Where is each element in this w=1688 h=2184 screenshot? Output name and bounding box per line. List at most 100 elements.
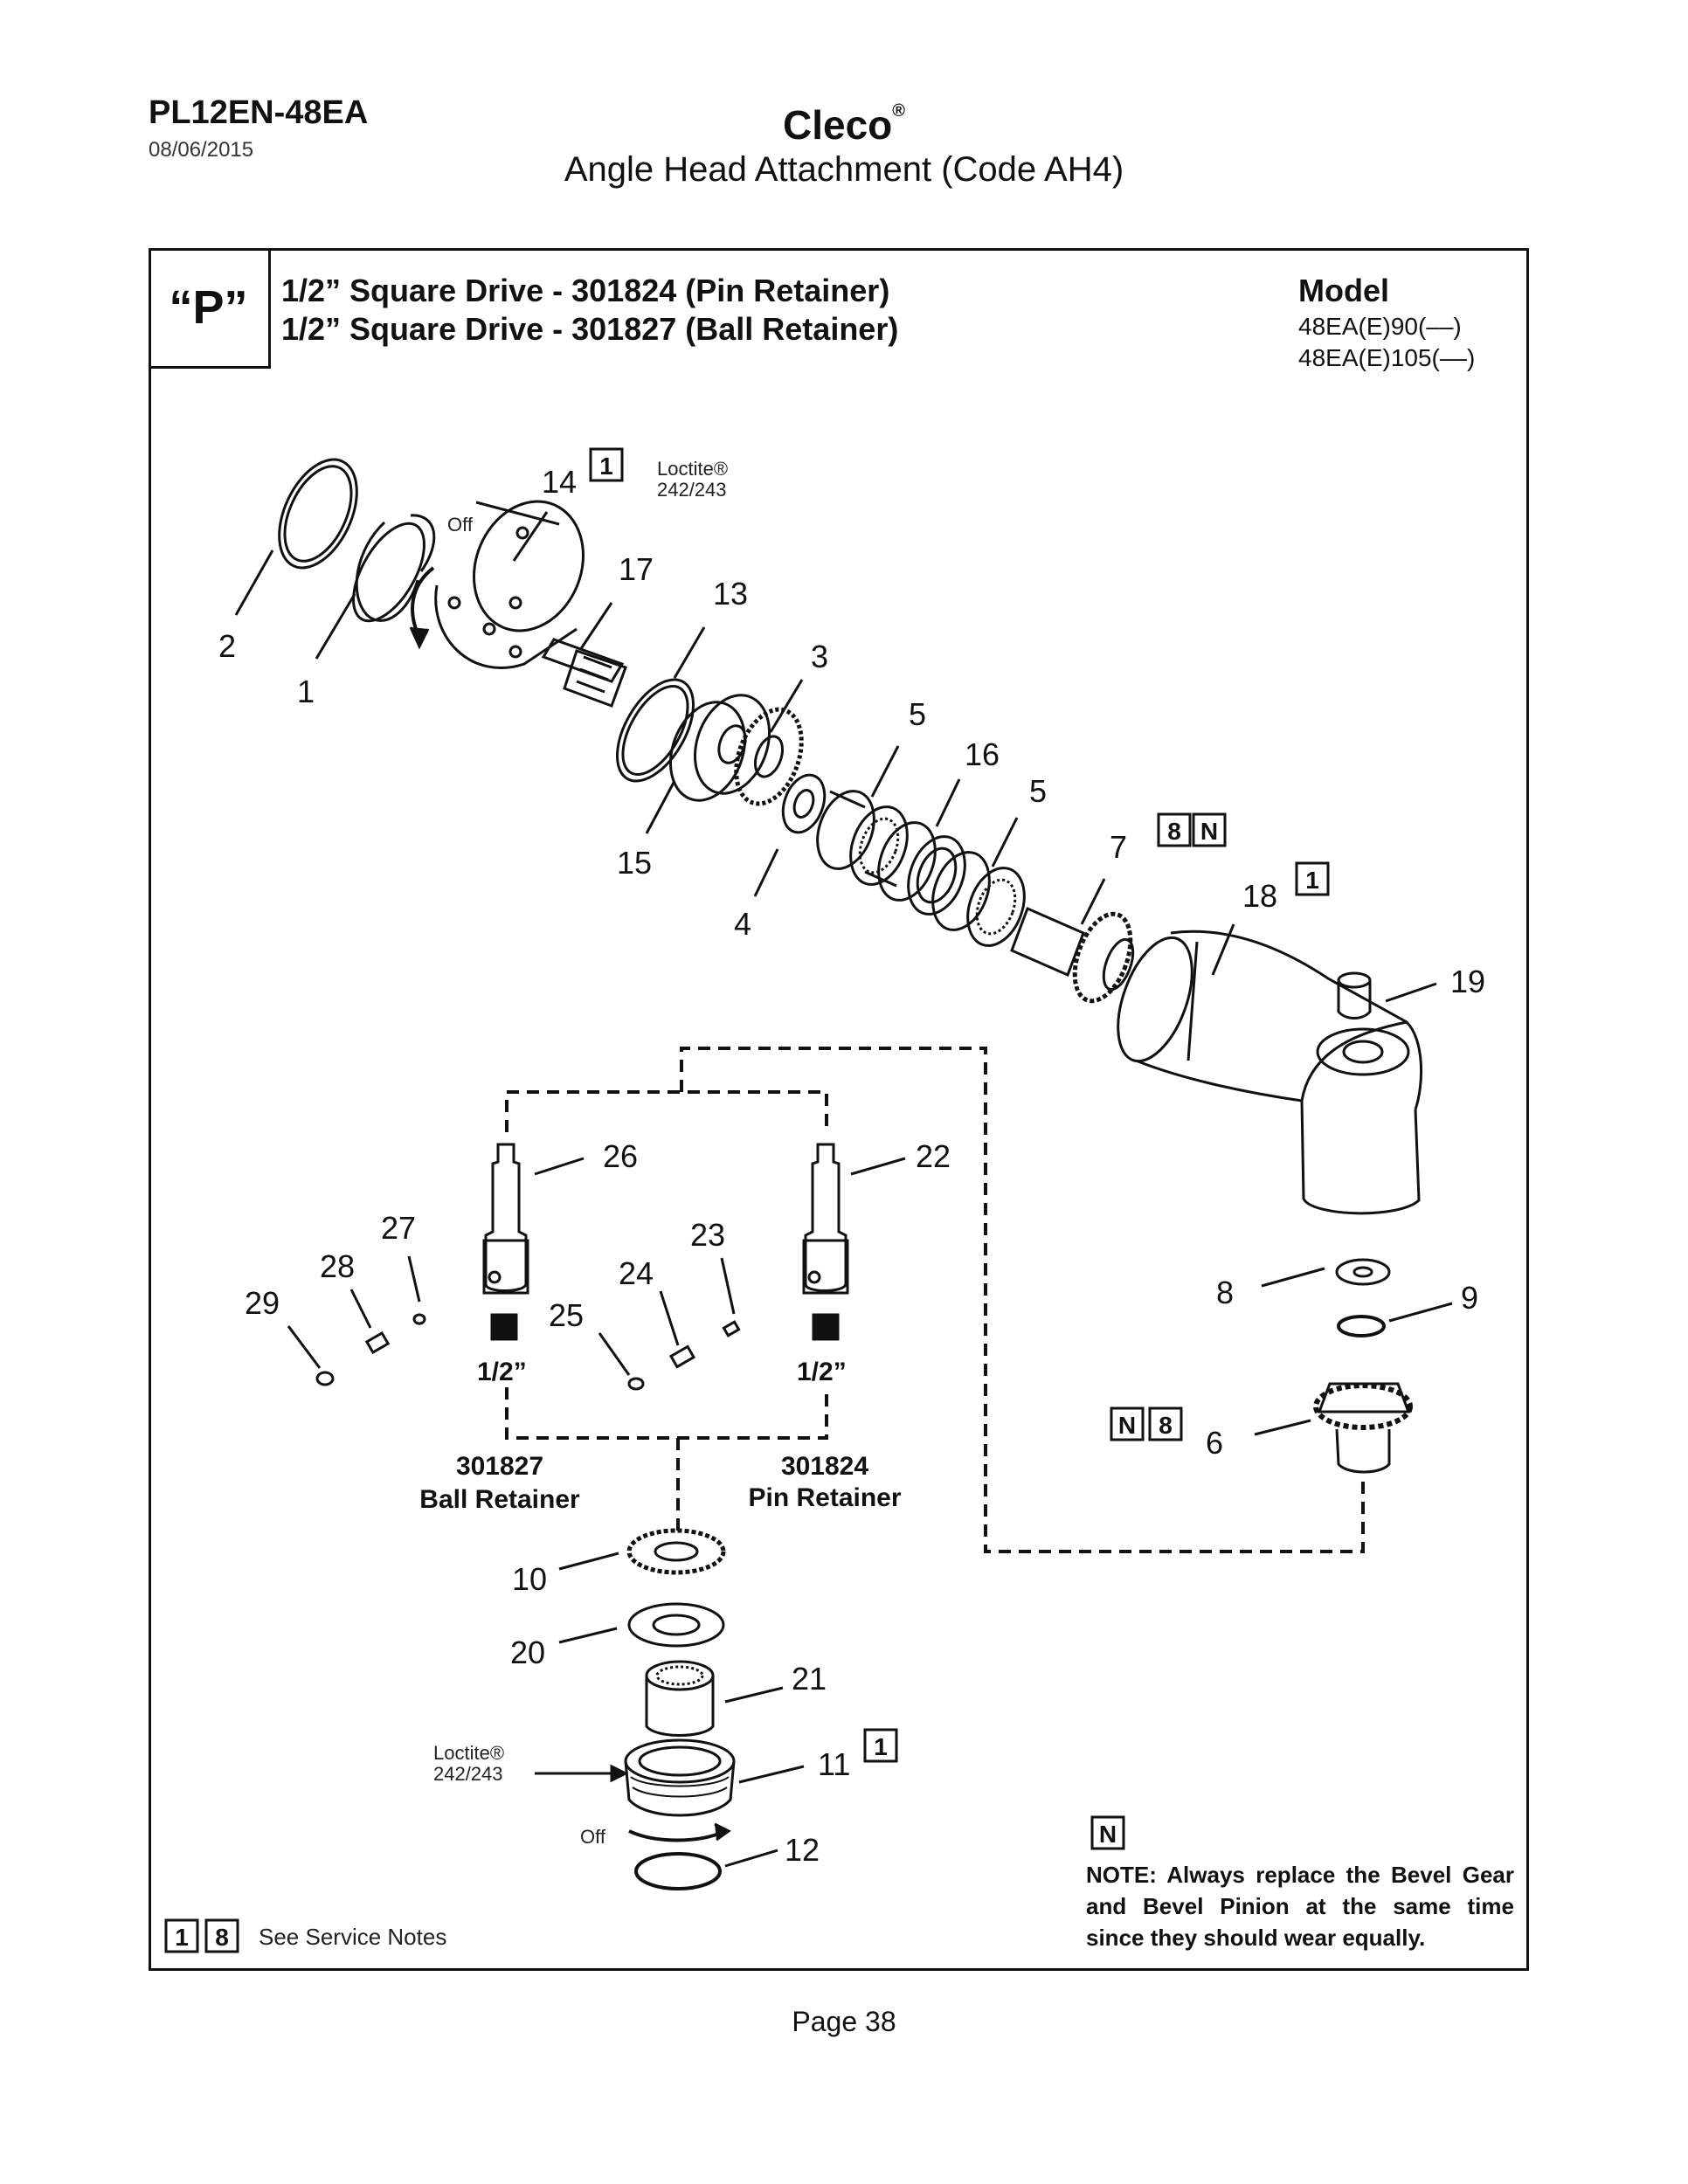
badge-label: 1	[599, 453, 613, 480]
bevel-pinion-part	[1313, 1382, 1413, 1474]
badge-label: 1	[175, 1924, 189, 1951]
badge-label: 8	[215, 1924, 229, 1951]
bevel-gear-shaft-part	[1010, 906, 1135, 1004]
split-ring-part	[352, 514, 436, 623]
part-number: 10	[512, 1561, 547, 1597]
ball-retainer-part-number: 301827	[456, 1452, 543, 1481]
part-number: 19	[1450, 964, 1485, 999]
loctite-label-top: Loctite®	[657, 458, 728, 480]
part-number: 22	[916, 1138, 951, 1174]
diagram-frame	[149, 248, 1529, 1971]
badge-label: 1	[874, 1733, 888, 1760]
part-number: 4	[734, 906, 751, 942]
document-date: 08/06/2015	[149, 138, 254, 162]
snap-ring-part	[616, 678, 695, 783]
bottom-washer-part	[627, 1602, 725, 1648]
variant-code-box: “P”	[149, 248, 271, 369]
badge-label: 8	[1167, 818, 1181, 845]
service-note-badge-8	[1148, 1406, 1183, 1441]
off-label-bottom: Off	[580, 1826, 606, 1848]
note-badge-n	[1192, 812, 1227, 847]
badge-label: 8	[1159, 1412, 1173, 1439]
part-number: 21	[792, 1661, 827, 1697]
service-note-badge-8	[204, 1918, 239, 1953]
part-number: 1	[297, 674, 315, 709]
model-item: 48EA(E)105(––)	[1298, 344, 1476, 371]
service-note-badge-8	[1157, 812, 1192, 847]
pin-retainer-label: Pin Retainer	[748, 1483, 901, 1512]
ball-retainer-spindle-part	[482, 1143, 529, 1295]
part-number: 7	[1110, 829, 1127, 865]
sleeve-part	[434, 500, 585, 669]
leader-lines	[234, 511, 1453, 1868]
brand-title: Cleco®	[0, 101, 1688, 149]
thrust-washer-part	[668, 694, 771, 802]
part-number-labels: 1 2 3 4 5 5 6 7 8 9 10 11 12 13 14 15 16…	[218, 464, 1485, 1868]
part-number: 24	[619, 1255, 654, 1291]
bottom-thrust-bearing-part	[626, 1528, 726, 1575]
bottom-bearing-part	[645, 1660, 715, 1737]
retaining-ring-part	[278, 458, 358, 570]
off-arrow-bottom	[628, 1829, 726, 1842]
spring-part	[364, 1330, 391, 1355]
cap-part	[1337, 971, 1372, 1019]
pin-retainer-part-number: 301824	[781, 1452, 868, 1481]
part-number: 16	[965, 736, 1000, 772]
model-label: Model	[1298, 273, 1389, 308]
part-number: 14	[542, 464, 577, 500]
service-note-badge-1	[1295, 861, 1330, 896]
part-number: 9	[1461, 1280, 1478, 1316]
service-note-badge-1	[164, 1918, 199, 1953]
part-number: 2	[218, 628, 236, 664]
part-number: 23	[690, 1217, 725, 1253]
spring-part	[668, 1344, 696, 1369]
loctite-grade-bottom: 242/243	[433, 1763, 503, 1785]
badge-label: N	[1200, 818, 1218, 845]
drive-size-left: 1/2”	[477, 1358, 527, 1386]
off-arrowhead-top	[409, 626, 430, 650]
part-number: 12	[785, 1832, 820, 1868]
bearing-cap-part	[624, 1738, 736, 1817]
service-note-badge-1	[863, 1728, 898, 1763]
ball-retainer-label: Ball Retainer	[419, 1485, 580, 1514]
spline-shaft-part	[541, 638, 627, 708]
part-number: 15	[617, 845, 652, 881]
document-code: PL12EN-48EA	[149, 94, 369, 131]
bottom-o-ring-part	[634, 1852, 722, 1890]
note-badge-n	[1110, 1406, 1145, 1441]
badge-label: N	[1118, 1412, 1136, 1439]
model-item: 48EA(E)90(––)	[1298, 313, 1462, 340]
brand-name: Cleco	[782, 102, 893, 148]
part-number: 13	[713, 576, 748, 612]
part-number: 29	[245, 1285, 280, 1321]
part-number: 17	[619, 551, 654, 587]
service-notes-reference: See Service Notes	[259, 1924, 447, 1950]
page-subtitle: Angle Head Attachment (Code AH4)	[564, 150, 1124, 189]
drive-description-ball: 1/2” Square Drive - 301827 (Ball Retaine…	[281, 311, 899, 347]
spacer-part	[877, 821, 966, 916]
badge-label: N	[1099, 1821, 1117, 1848]
part-number: 28	[320, 1248, 355, 1284]
part-number: 26	[603, 1138, 638, 1174]
plug-screw-part	[315, 1371, 335, 1386]
part-number: 18	[1242, 878, 1277, 914]
off-label-top: Off	[447, 514, 474, 536]
small-washer-part	[781, 773, 827, 834]
part-number: 8	[1216, 1275, 1234, 1310]
needle-bearing-part	[816, 790, 909, 888]
replacement-note: NOTE: Always replace the Bevel Gear and …	[1086, 1862, 1514, 1951]
square-drive-marker-left	[490, 1313, 518, 1341]
option-connector-lines	[505, 1047, 1365, 1553]
part-number: 6	[1206, 1425, 1223, 1461]
drive-size-right: 1/2”	[797, 1358, 847, 1386]
badge-label: 1	[1305, 867, 1319, 894]
part-number: 5	[909, 696, 926, 732]
drive-description-pin: 1/2” Square Drive - 301824 (Pin Retainer…	[281, 273, 890, 308]
part-number: 27	[381, 1210, 416, 1246]
part-number: 3	[811, 639, 828, 674]
loctite-grade-top: 242/243	[657, 479, 727, 501]
loctite-label-bottom: Loctite®	[433, 1742, 504, 1764]
plug-screw-part	[627, 1377, 645, 1391]
angle-housing-part	[1117, 930, 1422, 1215]
